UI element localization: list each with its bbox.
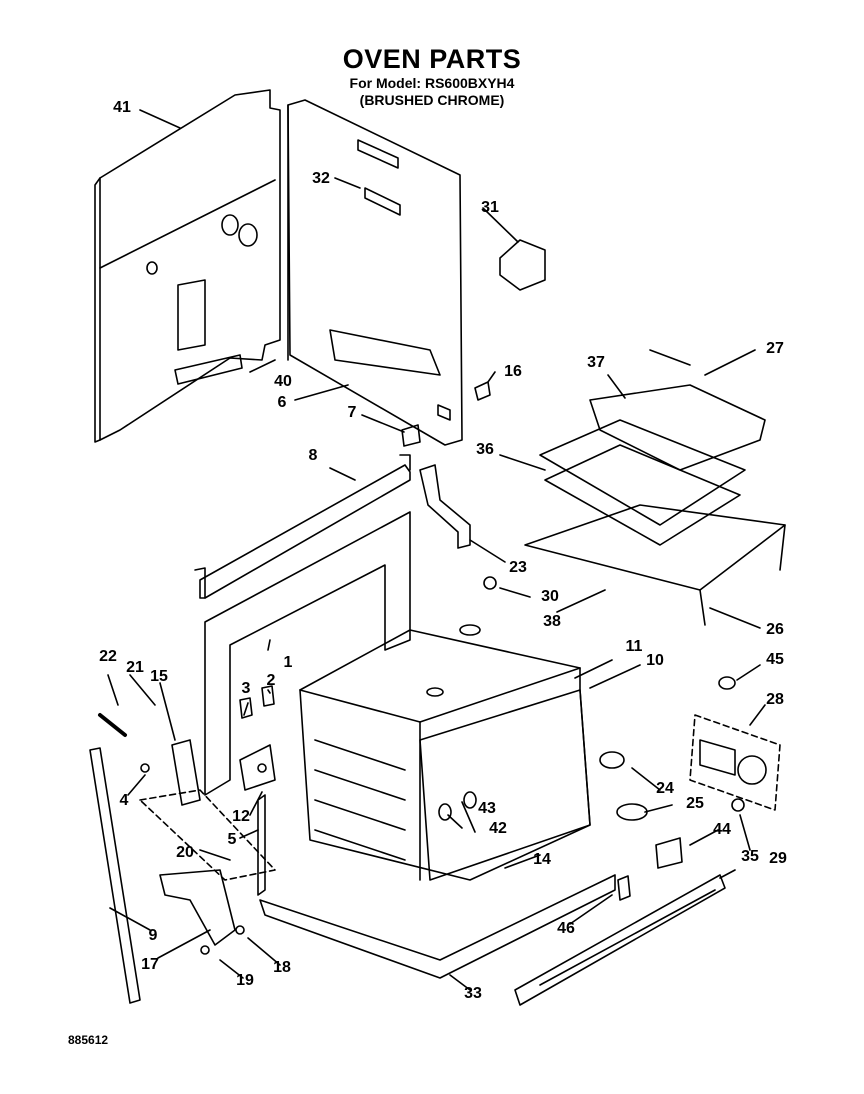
callout-7: 7 bbox=[347, 404, 357, 421]
rear-panel-part bbox=[94, 89, 281, 443]
hinge-part bbox=[159, 869, 236, 946]
callout-40: 40 bbox=[274, 373, 292, 390]
side-strip-part bbox=[89, 747, 141, 1004]
knob-part bbox=[737, 755, 767, 785]
bolt-part bbox=[235, 925, 245, 935]
callout-27: 27 bbox=[766, 340, 784, 357]
bracket-part bbox=[499, 239, 546, 291]
nut-part bbox=[200, 945, 210, 955]
callout-16: 16 bbox=[504, 363, 522, 380]
callout-22: 22 bbox=[99, 648, 117, 665]
broil-pan-part bbox=[539, 419, 746, 546]
callout-43: 43 bbox=[478, 800, 496, 817]
hinge-bracket-part bbox=[171, 739, 201, 806]
callout-30: 30 bbox=[541, 588, 559, 605]
pin-part bbox=[257, 763, 267, 773]
model-line: For Model: RS600BXYH4 bbox=[349, 75, 515, 91]
side-panel-part bbox=[287, 99, 463, 446]
callout-32: 32 bbox=[312, 170, 330, 187]
oven-rack-part bbox=[524, 504, 786, 626]
finish-line: (BRUSHED CHROME) bbox=[359, 92, 505, 108]
selector-group-outline bbox=[689, 714, 781, 811]
spring-part bbox=[98, 713, 127, 737]
callout-8: 8 bbox=[308, 447, 318, 464]
callout-10: 10 bbox=[646, 652, 664, 669]
callout-9: 9 bbox=[148, 927, 158, 944]
oven-liner-part bbox=[299, 624, 591, 881]
callout-38: 38 bbox=[543, 613, 561, 630]
clip-b-part bbox=[239, 697, 253, 719]
callout-14: 14 bbox=[533, 851, 551, 868]
base-part bbox=[259, 874, 616, 979]
callout-12: 12 bbox=[232, 808, 250, 825]
lamp-part bbox=[731, 798, 745, 812]
callout-37: 37 bbox=[587, 354, 605, 371]
sensor-part bbox=[483, 576, 497, 590]
callout-17: 17 bbox=[141, 956, 159, 973]
callout-26: 26 bbox=[766, 621, 784, 638]
bracket-12-part bbox=[239, 744, 276, 791]
callout-46: 46 bbox=[557, 920, 575, 937]
top-trim-part bbox=[194, 454, 411, 599]
clip-c-part bbox=[261, 685, 275, 707]
callout-5: 5 bbox=[227, 831, 237, 848]
callout-23: 23 bbox=[509, 559, 527, 576]
callout-28: 28 bbox=[766, 691, 784, 708]
bracket-small-part bbox=[617, 875, 631, 901]
callout-45: 45 bbox=[766, 651, 784, 668]
heating-element-part bbox=[589, 349, 766, 471]
callout-2: 2 bbox=[266, 672, 276, 689]
callout-15: 15 bbox=[150, 668, 168, 685]
callout-33: 33 bbox=[464, 985, 482, 1002]
callout-6: 6 bbox=[277, 394, 287, 411]
callout-35: 35 bbox=[741, 848, 759, 865]
callout-31: 31 bbox=[481, 199, 499, 216]
callout-25: 25 bbox=[686, 795, 704, 812]
bulb-socket-part bbox=[599, 751, 625, 769]
screw-part bbox=[140, 763, 150, 773]
callout-11: 11 bbox=[625, 638, 643, 655]
leader-lines bbox=[107, 109, 766, 991]
page-title: OVEN PARTS bbox=[342, 44, 522, 74]
callout-21: 21 bbox=[126, 659, 144, 676]
document-number: 885612 bbox=[68, 1033, 109, 1047]
grille-part bbox=[514, 874, 726, 1006]
callout-19: 19 bbox=[236, 972, 254, 989]
callout-20: 20 bbox=[176, 844, 194, 861]
plate-part bbox=[655, 837, 683, 869]
callout-29: 29 bbox=[769, 850, 787, 867]
lower-panel-part bbox=[257, 794, 266, 896]
lens-part bbox=[616, 803, 648, 821]
gasket-ring-part bbox=[718, 676, 736, 690]
callout-18: 18 bbox=[273, 959, 291, 976]
callout-44: 44 bbox=[713, 821, 731, 838]
callout-36: 36 bbox=[476, 441, 494, 458]
front-frame-part bbox=[204, 511, 411, 796]
callout-4: 4 bbox=[119, 792, 129, 809]
callout-3: 3 bbox=[241, 680, 251, 697]
hinge-group-outline bbox=[139, 789, 276, 881]
callout-1: 1 bbox=[283, 654, 293, 671]
clip-part bbox=[474, 381, 491, 401]
vent-tube-part bbox=[419, 464, 471, 549]
callout-41: 41 bbox=[113, 99, 131, 116]
socket-part bbox=[699, 739, 736, 776]
connector-part bbox=[401, 424, 421, 447]
callout-24: 24 bbox=[656, 780, 674, 797]
callout-42: 42 bbox=[489, 820, 507, 837]
